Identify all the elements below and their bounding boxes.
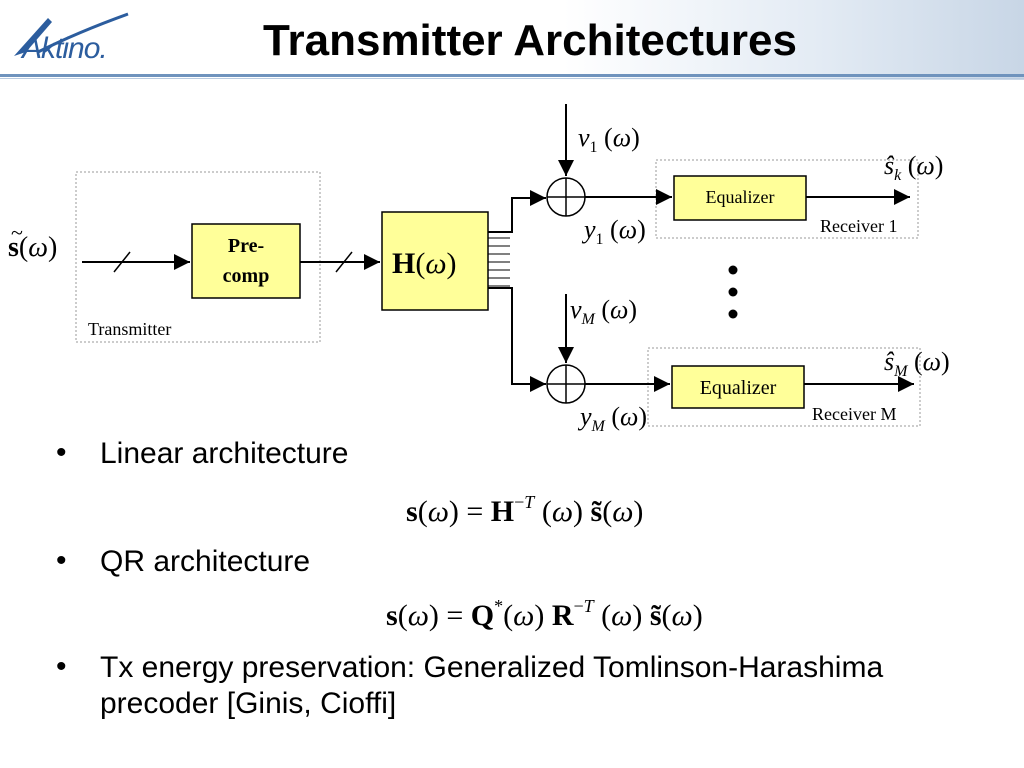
- logo-swoosh-icon: [14, 12, 129, 56]
- ellipsis-dot-2: [728, 287, 738, 297]
- receiver-top-label: Receiver 1: [820, 216, 897, 236]
- tilde-mark: ~: [11, 220, 23, 245]
- precomp-label-line2: comp: [223, 265, 270, 287]
- input-signal-label: s(ω): [8, 232, 57, 263]
- logo-text: Aktino.: [22, 32, 108, 65]
- bullet-dot-icon: •: [56, 544, 67, 577]
- bullet-dot-icon: •: [56, 436, 67, 469]
- equalizer-bottom-box: [671, 365, 805, 409]
- route-top: [488, 190, 546, 233]
- header-band: [0, 0, 1024, 80]
- y-top-label: y1 (ω): [581, 215, 646, 248]
- aktino-logo: Aktino.: [8, 8, 148, 68]
- bus-slash-mid: [335, 251, 353, 273]
- noise-bottom-label: vM (ω): [570, 295, 637, 328]
- precomp-label-line1: Pre-: [228, 235, 264, 257]
- receiver-bottom-label: Receiver M: [812, 404, 896, 424]
- noise-top-label: v1 (ω): [578, 123, 640, 156]
- transmitter-container: [75, 171, 321, 343]
- title-rule: [0, 74, 1024, 77]
- slide-title: Transmitter Architectures: [263, 16, 797, 65]
- equation-qr: s(ω) = Q*(ω) R−T (ω) s̃(ω): [386, 596, 703, 632]
- system-diagram: Transmitter s(ω) ~ Pre- comp H(ω) v1 (ω)…: [8, 104, 950, 435]
- bullet-text: QR architecture: [100, 545, 311, 578]
- transmitter-label: Transmitter: [88, 319, 171, 339]
- output-bottom-label: ŝM (ω): [884, 347, 950, 380]
- bullet-text: Linear architecture: [100, 437, 349, 470]
- ellipsis-dot-3: [728, 309, 738, 319]
- channel-output-bus: [488, 237, 510, 287]
- bullet-text: Tx energy preservation: Generalized Toml…: [100, 651, 884, 720]
- equalizer-bottom-label: Equalizer: [700, 377, 777, 399]
- route-bottom: [488, 287, 546, 392]
- equalizer-top-label: Equalizer: [706, 187, 775, 207]
- channel-box: [381, 211, 489, 311]
- precomp-box: [191, 223, 301, 299]
- ellipsis-dot-1: [728, 265, 738, 275]
- y-bottom-label: yM (ω): [577, 402, 647, 435]
- bus-slash-input: [113, 251, 131, 273]
- title-rule-thin: [0, 78, 1024, 79]
- channel-label: H(ω): [392, 247, 457, 280]
- bullet-dot-icon: •: [56, 650, 67, 683]
- output-top-label: ŝk (ω): [884, 151, 943, 184]
- equation-linear: s(ω) = H−T (ω) s̃(ω): [406, 492, 644, 528]
- receiver-bottom-container: [647, 347, 921, 427]
